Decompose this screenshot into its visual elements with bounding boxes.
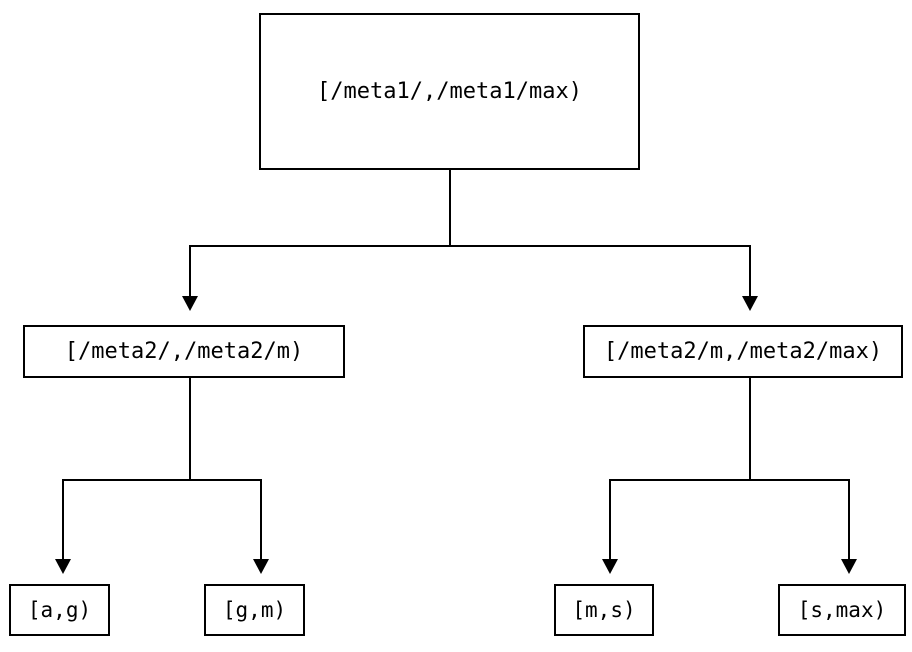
node-leaf-gm-label: [g,m) bbox=[222, 598, 287, 622]
node-left-child-label: [/meta2/,/meta2/m) bbox=[64, 339, 304, 364]
node-leaf-ag: [a,g) bbox=[9, 584, 110, 636]
node-right-child-label: [/meta2/m,/meta2/max) bbox=[603, 339, 883, 364]
arrowhead-leaf-ms bbox=[602, 559, 618, 574]
node-leaf-gm: [g,m) bbox=[204, 584, 305, 636]
node-leaf-smax: [s,max) bbox=[778, 584, 906, 636]
node-root: [/meta1/,/meta1/max) bbox=[259, 13, 640, 170]
node-root-label: [/meta1/,/meta1/max) bbox=[317, 79, 582, 104]
node-leaf-ag-label: [a,g) bbox=[27, 598, 92, 622]
node-leaf-ms: [m,s) bbox=[554, 584, 654, 636]
arrowhead-right-child bbox=[742, 296, 758, 311]
arrowhead-leaf-ag bbox=[55, 559, 71, 574]
arrowhead-left-child bbox=[182, 296, 198, 311]
arrowhead-leaf-gm bbox=[253, 559, 269, 574]
node-right-child: [/meta2/m,/meta2/max) bbox=[583, 325, 903, 378]
node-leaf-smax-label: [s,max) bbox=[797, 598, 887, 622]
node-left-child: [/meta2/,/meta2/m) bbox=[23, 325, 345, 378]
node-leaf-ms-label: [m,s) bbox=[572, 598, 636, 622]
arrowhead-leaf-smax bbox=[841, 559, 857, 574]
